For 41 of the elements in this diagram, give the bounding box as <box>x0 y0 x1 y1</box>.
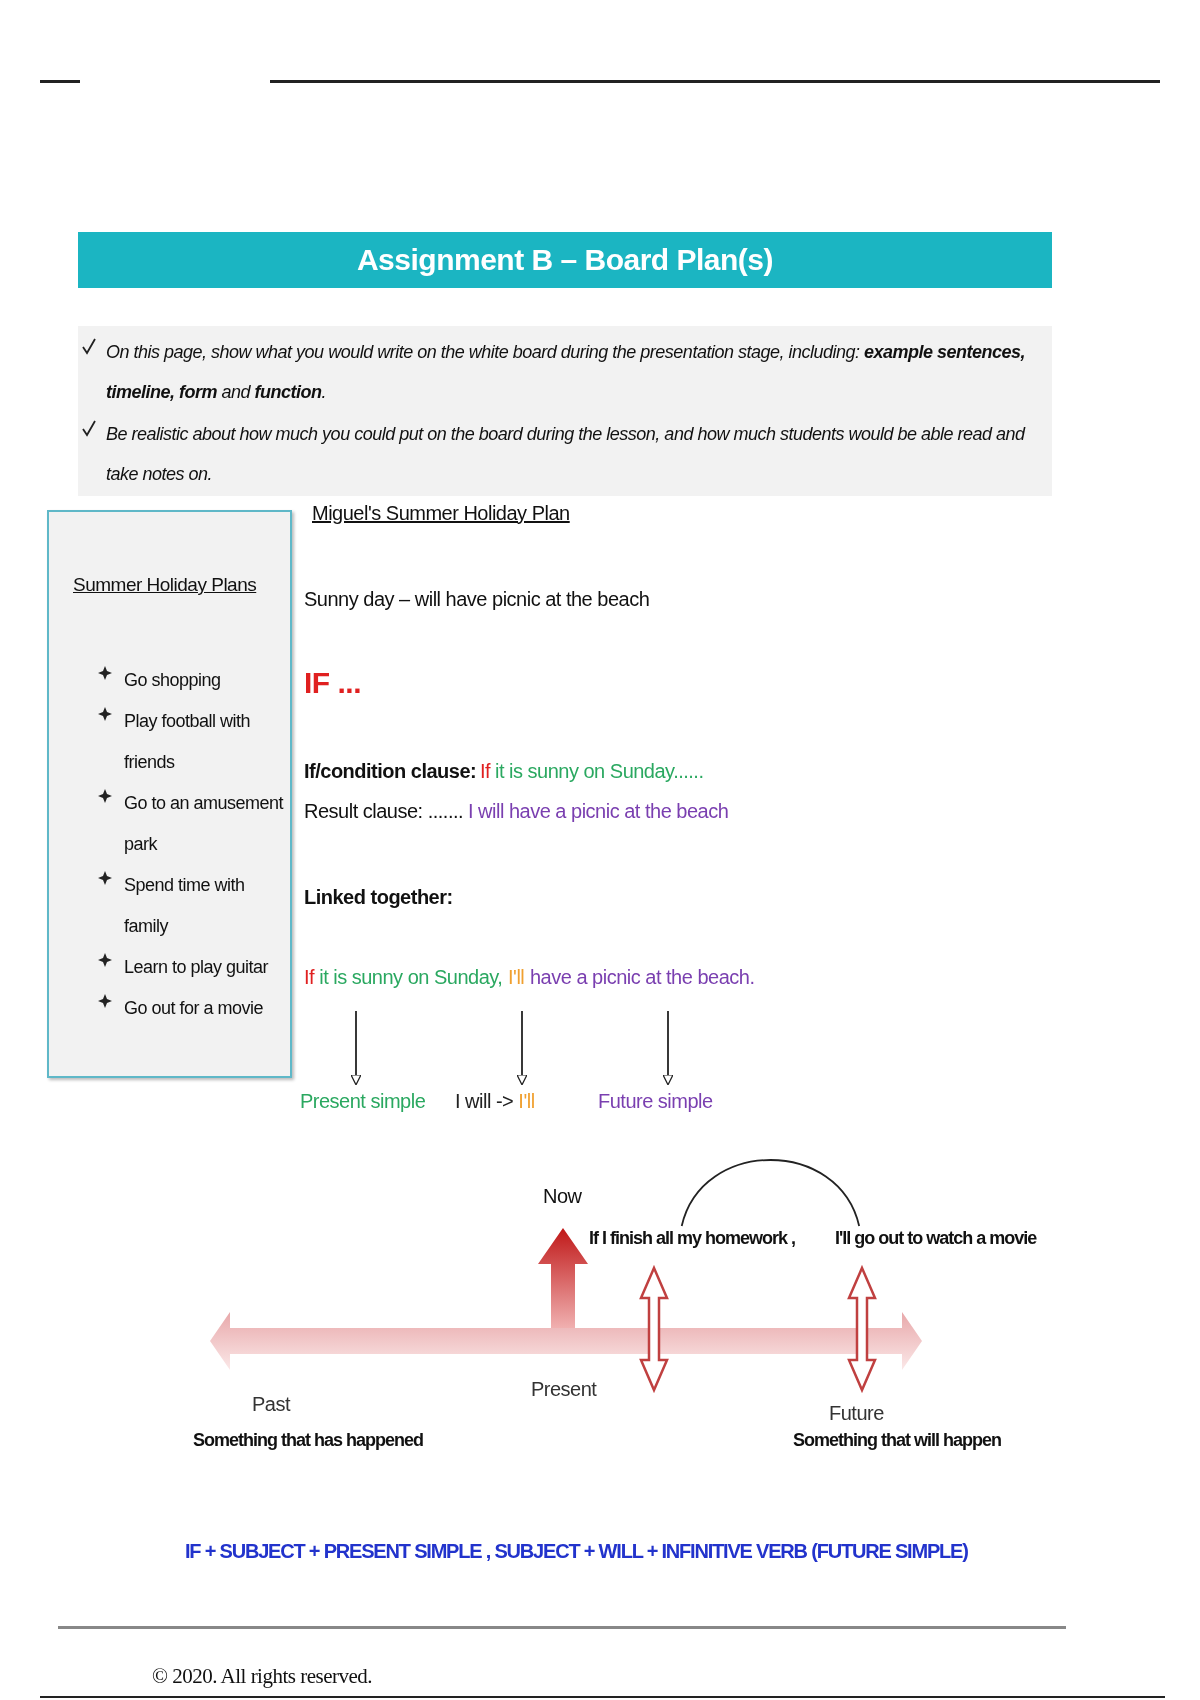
list-item: Go out for a movie <box>124 997 265 1020</box>
list-heading: Summer Holiday Plans <box>73 574 257 596</box>
section-label: Linked together: <box>304 886 453 909</box>
heading-text: IF ... <box>304 666 361 700</box>
instruction-text: On this page, show what you would write on the white board during the presentation stage, including: example sentences, timeline, form and function. <box>106 341 1027 404</box>
list-item: Go shopping <box>124 669 222 692</box>
section-heading: Miguel's Summer Holiday Plan <box>312 502 570 525</box>
tense-label: I will -> I'll <box>455 1090 535 1113</box>
timeline-clause: If I finish all my homework , <box>589 1228 796 1249</box>
clause-label: If/condition clause: <box>304 760 477 783</box>
clause-text: I will have a picnic at the beach <box>468 800 729 823</box>
arrow <box>516 1010 528 1086</box>
instruction-text: Be realistic about how much you could put on the board during the lesson, and how much students would be able read and take notes on. <box>106 423 1027 486</box>
clause-text: If <box>480 760 491 783</box>
timeline-caption: Something that will happen <box>793 1430 1001 1451</box>
timeline-label: Present <box>531 1378 597 1401</box>
example-sentence: Sunny day – will have picnic at the beach <box>304 588 650 611</box>
tense-label: Future simple <box>598 1090 713 1113</box>
instructions-panel <box>78 326 1052 496</box>
timeline-caption: Something that has happened <box>193 1430 424 1451</box>
example-sentence-part: If it is sunny on Sunday, <box>304 966 503 989</box>
list-panel <box>47 510 292 1078</box>
copyright-text: © 2020. All rights reserved. <box>152 1664 373 1689</box>
arrow <box>662 1010 674 1086</box>
timeline-label: Past <box>252 1393 291 1416</box>
arrow <box>350 1010 362 1086</box>
clause-text: it is sunny on Sunday...... <box>495 760 704 783</box>
list-item: Learn to play guitar <box>124 956 270 979</box>
list-item: Play football with friends <box>124 710 252 774</box>
list-item: Spend time with family <box>124 874 246 938</box>
timeline-clause: I'll go out to watch a movie <box>835 1228 1037 1249</box>
timeline-label: Future <box>829 1402 884 1425</box>
list-item: Go to an amusement park <box>124 792 285 856</box>
example-sentence-part: have a picnic at the beach. <box>530 966 755 989</box>
tense-label: Present simple <box>300 1090 426 1113</box>
arc-line <box>680 1159 861 1227</box>
formula-text: IF + SUBJECT + PRESENT SIMPLE , SUBJECT + WILL + INFINITIVE VERB (FUTURE SIMPLE) <box>185 1540 968 1563</box>
example-sentence-part: I'll <box>508 966 525 989</box>
timeline-label: Now <box>543 1185 582 1208</box>
clause-label: Result clause: ....... <box>304 800 464 823</box>
title-banner: Assignment B – Board Plan(s) <box>78 232 1052 288</box>
